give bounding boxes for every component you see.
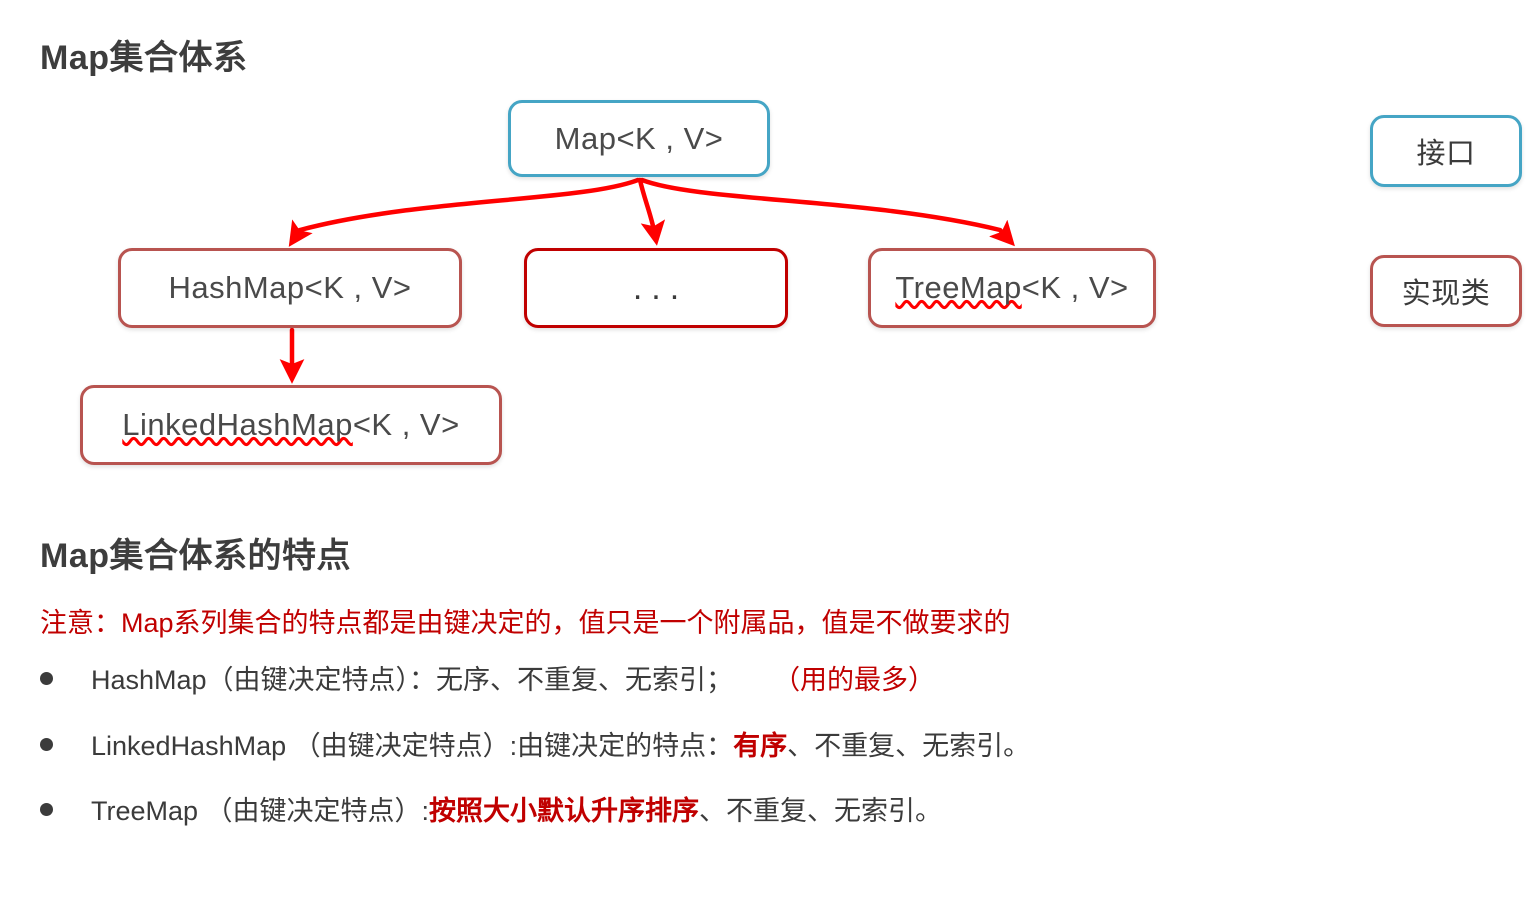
map-hierarchy-diagram: Map<K , V> HashMap<K , V> ... TreeMap<K …: [0, 90, 1538, 490]
node-map-label: Map<K , V>: [554, 120, 724, 156]
edge-map-to-dots: [637, 177, 666, 246]
node-treemap-label-word: TreeMap: [895, 270, 1022, 305]
bullet-linkedhashmap-tail: 、不重复、无索引。: [787, 730, 1031, 761]
legend-implementation-label: 实现类: [1401, 278, 1491, 310]
node-treemap-label-generics: <K , V>: [1021, 270, 1129, 305]
node-treemap[interactable]: TreeMap<K , V>: [868, 248, 1156, 328]
bullet-text-hashmap: HashMap（由键决定特点）：无序、不重复、无索引； （用的最多）: [91, 663, 935, 698]
page-title: Map集合体系: [40, 39, 248, 77]
bullet-treemap-tail: 、不重复、无索引。: [699, 795, 943, 826]
bullet-treemap-highlight: 按照大小默认升序排序: [429, 795, 700, 826]
node-map-interface[interactable]: Map<K , V>: [508, 100, 770, 177]
bullet-dot-icon: [40, 802, 53, 816]
list-item: HashMap（由键决定特点）：无序、不重复、无索引； （用的最多）: [40, 663, 1500, 698]
bullet-hashmap-plain: HashMap（由键决定特点）：无序、不重复、无索引；: [91, 665, 734, 696]
ellipsis-label: ...: [632, 269, 689, 307]
node-linkedhashmap-label: LinkedHashMap<K , V>: [122, 407, 459, 443]
node-ellipsis[interactable]: ...: [524, 248, 788, 328]
list-item: TreeMap （由键决定特点）:按照大小默认升序排序、不重复、无索引。: [40, 794, 1500, 829]
bullet-treemap-plain: TreeMap （由键决定特点）:: [91, 795, 430, 826]
edge-map-to-treemap: [639, 177, 1015, 247]
bullet-dot-icon: [40, 737, 53, 751]
edge-map-to-hashmap: [288, 177, 641, 247]
list-item: LinkedHashMap （由键决定特点）:由键决定的特点：有序、不重复、无索…: [40, 729, 1500, 764]
bullet-linkedhashmap-plain: LinkedHashMap （由键决定特点）:由键决定的特点：: [91, 730, 734, 761]
note-line: 注意：Map系列集合的特点都是由键决定的，值只是一个附属品，值是不做要求的: [40, 608, 1011, 638]
node-linkedhashmap[interactable]: LinkedHashMap<K , V>: [80, 385, 502, 465]
node-treemap-label: TreeMap<K , V>: [895, 270, 1128, 306]
legend-implementation-box: 实现类: [1370, 255, 1522, 327]
legend-interface-box: 接口: [1370, 115, 1522, 187]
bullet-text-linkedhashmap: LinkedHashMap （由键决定特点）:由键决定的特点：有序、不重复、无索…: [91, 729, 1030, 764]
features-list: 注意：Map系列集合的特点都是由键决定的，值只是一个附属品，值是不做要求的 Ha…: [40, 605, 1500, 859]
section-title-features: Map集合体系的特点: [40, 537, 351, 575]
node-hashmap-label: HashMap<K , V>: [168, 270, 412, 305]
bullet-text-treemap: TreeMap （由键决定特点）:按照大小默认升序排序、不重复、无索引。: [91, 794, 942, 829]
node-linkedhashmap-label-word: LinkedHashMap: [122, 407, 353, 442]
node-hashmap[interactable]: HashMap<K , V>: [118, 248, 462, 328]
legend-interface-label: 接口: [1416, 138, 1476, 170]
bullet-hashmap-highlight: （用的最多）: [773, 665, 936, 696]
node-linkedhashmap-label-generics: <K , V>: [352, 407, 460, 442]
bullet-linkedhashmap-highlight: 有序: [733, 730, 788, 761]
bullet-dot-icon: [40, 672, 53, 686]
